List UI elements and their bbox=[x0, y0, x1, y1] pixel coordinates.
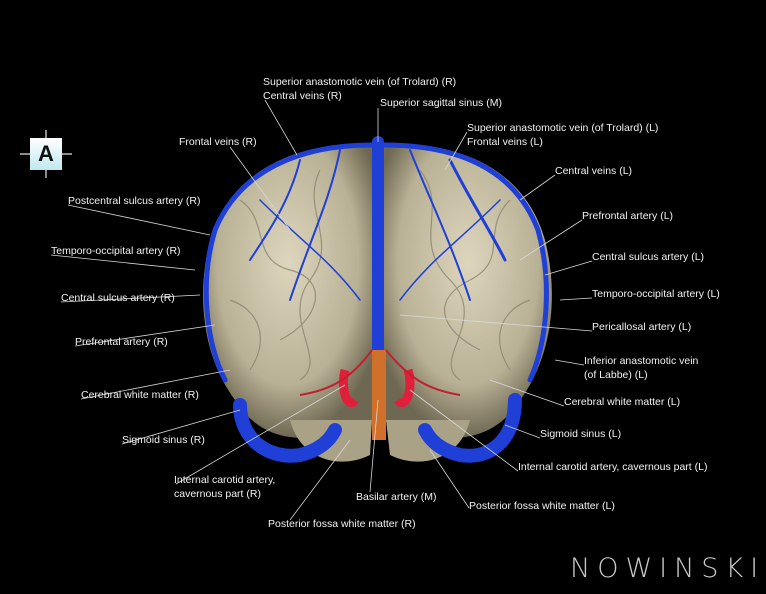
label-trolard-r: Superior anastomotic vein (of Trolard) (… bbox=[263, 76, 457, 102]
label-prefrontal-artery-r: Prefrontal artery (R) bbox=[75, 336, 168, 348]
label-postcentral-sulcus-artery-r: Postcentral sulcus artery (R) bbox=[68, 195, 201, 207]
label-sigmoid-sinus-l: Sigmoid sinus (L) bbox=[540, 428, 622, 440]
label-cerebral-white-matter-r: Cerebral white matter (R) bbox=[81, 389, 199, 401]
orientation-letter: A bbox=[38, 141, 54, 166]
label-central-sulcus-artery-r: Central sulcus artery (R) bbox=[61, 292, 175, 304]
label-temporo-occipital-artery-r: Temporo-occipital artery (R) bbox=[51, 245, 181, 257]
label-posterior-fossa-white-matter-l: Posterior fossa white matter (L) bbox=[469, 500, 615, 512]
orientation-cube[interactable]: A bbox=[20, 130, 72, 178]
label-posterior-fossa-white-matter-r: Posterior fossa white matter (R) bbox=[268, 518, 416, 530]
nowinski-logo: NOWINSKI bbox=[570, 553, 766, 584]
label-superior-sagittal-sinus: Superior sagittal sinus (M) bbox=[380, 97, 502, 109]
label-pericallosal-artery-l: Pericallosal artery (L) bbox=[592, 321, 692, 333]
basilar-artery bbox=[372, 350, 386, 440]
label-trolard-l: Superior anastomotic vein (of Trolard) (… bbox=[467, 122, 659, 148]
label-sigmoid-sinus-r: Sigmoid sinus (R) bbox=[122, 434, 205, 446]
label-internal-carotid-artery-l: Internal carotid artery, cavernous part … bbox=[518, 461, 708, 473]
label-prefrontal-artery-l: Prefrontal artery (L) bbox=[582, 210, 674, 222]
label-central-sulcus-artery-l: Central sulcus artery (L) bbox=[592, 251, 705, 263]
leader-lines bbox=[50, 99, 593, 521]
label-central-veins-l: Central veins (L) bbox=[555, 165, 633, 177]
arteries bbox=[299, 349, 461, 440]
label-temporo-occipital-artery-l: Temporo-occipital artery (L) bbox=[592, 288, 720, 300]
label-cerebral-white-matter-l: Cerebral white matter (L) bbox=[564, 396, 681, 408]
label-inferior-anastomotic-vein-l: Inferior anastomotic vein(of Labbe) (L) bbox=[584, 355, 699, 381]
label-basilar-artery: Basilar artery (M) bbox=[356, 491, 437, 503]
label-frontal-veins-r: Frontal veins (R) bbox=[179, 136, 257, 148]
label-internal-carotid-artery-r: Internal carotid artery,cavernous part (… bbox=[174, 474, 276, 500]
